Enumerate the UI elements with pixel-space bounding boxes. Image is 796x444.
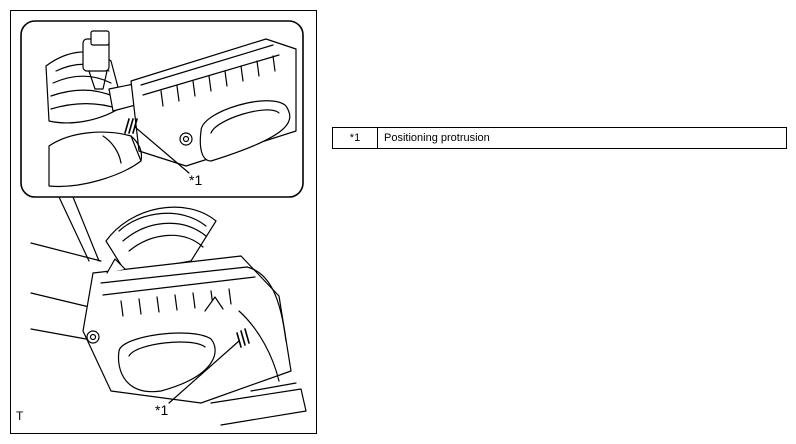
inset-leader-left	[58, 196, 90, 262]
main-view	[30, 206, 307, 426]
legend-description: Positioning protrusion	[377, 127, 787, 149]
air-cleaner-illustration	[20, 20, 307, 426]
legend-table: *1 Positioning protrusion	[332, 127, 787, 149]
detail-inset	[20, 20, 304, 198]
inset-leader-right	[72, 196, 100, 262]
corner-mark: T	[16, 409, 24, 423]
legend-row: *1 Positioning protrusion	[332, 127, 787, 149]
callout-label-top: *1	[189, 172, 203, 188]
legend-key: *1	[332, 127, 378, 149]
illustration-frame: *1 *1 T	[10, 10, 317, 434]
callout-label-bottom: *1	[155, 402, 169, 418]
